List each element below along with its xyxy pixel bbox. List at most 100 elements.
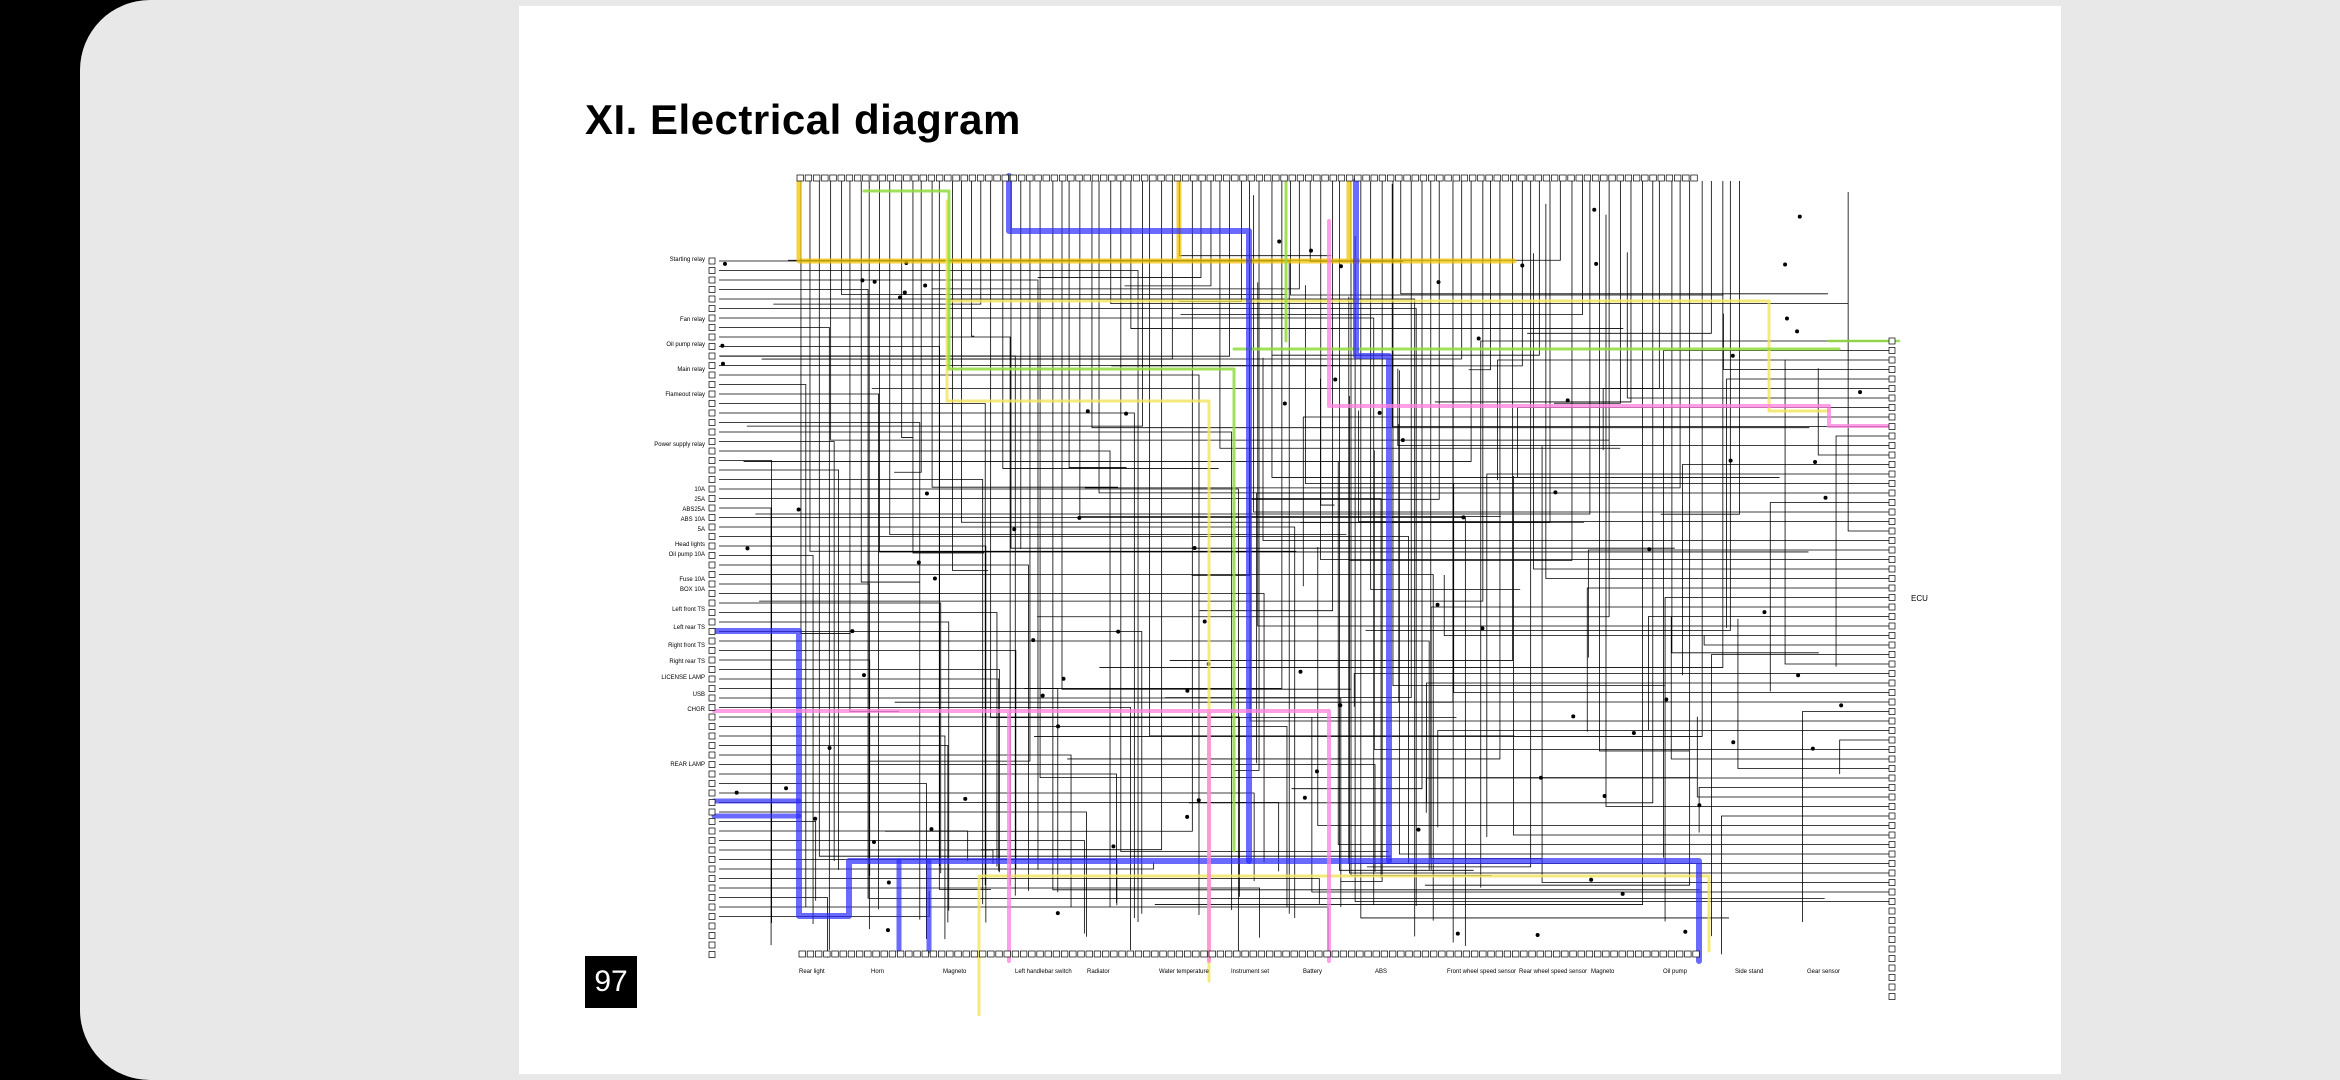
connector-pin [1888, 413, 1896, 421]
connector-pin [1544, 950, 1553, 958]
junction-dot [1077, 515, 1082, 520]
connector-pin [1052, 950, 1061, 958]
wire [719, 441, 835, 862]
wire [719, 659, 871, 876]
connector-pin [837, 174, 845, 182]
junction-dot [1762, 610, 1767, 615]
wire [1256, 492, 1889, 764]
connector-pin [1888, 632, 1896, 639]
wire [719, 745, 949, 923]
connector-pin [1888, 461, 1896, 468]
junction-dot [1697, 803, 1702, 808]
wire [1271, 181, 1780, 478]
junction-dot [1602, 793, 1607, 798]
wire [719, 678, 1000, 872]
connector-pin [913, 950, 921, 958]
junction-dot [1031, 638, 1036, 643]
connector-pin [1690, 174, 1698, 182]
connector-pin [1888, 936, 1896, 943]
wire [1178, 181, 1242, 302]
wire [719, 840, 1085, 934]
connector-pin [708, 799, 716, 806]
wire [1024, 181, 1283, 689]
connector-pin [1067, 174, 1075, 182]
connector-pin [708, 514, 716, 521]
component-label: 10A [694, 487, 705, 493]
connector-pin [708, 941, 716, 949]
connector-pin [1888, 670, 1896, 677]
connector-pin [708, 485, 716, 493]
junction-dot [827, 745, 832, 750]
connector-pin [708, 894, 716, 901]
connector-pin [1452, 174, 1460, 182]
wire [719, 317, 1375, 906]
junction-dot [1192, 546, 1197, 551]
wire [1020, 181, 1022, 549]
junction-dot [745, 546, 750, 551]
wire [719, 631, 1143, 914]
connector-pin [1290, 950, 1298, 958]
connector-pin [1003, 950, 1011, 958]
connector-pin [845, 174, 854, 182]
wire [1626, 252, 1889, 399]
wire [1453, 483, 1889, 693]
connector-pin [1635, 950, 1643, 958]
connector-pin [1093, 950, 1102, 958]
connector-pin [1200, 950, 1208, 958]
component-label: Fan relay [680, 317, 705, 323]
connector-pin [1190, 174, 1198, 182]
junction-dot [1797, 214, 1802, 219]
wire [1425, 777, 1889, 813]
wire [1360, 181, 1729, 919]
connector-pin [1100, 174, 1108, 182]
connector-pin [708, 704, 716, 711]
connector-pin [970, 950, 979, 958]
junction-dot [1858, 390, 1863, 395]
junction-dot [1730, 353, 1735, 358]
component-label: LICENSE LAMP [661, 675, 705, 681]
connector-pin [1387, 174, 1395, 182]
junction-dot [1571, 714, 1576, 719]
wire [719, 545, 987, 923]
connector-pin [1569, 950, 1577, 958]
connector-pin [847, 950, 856, 958]
component-label: Water temperature [1159, 969, 1209, 975]
connector-pin [708, 542, 716, 550]
connector-pin [708, 343, 716, 350]
connector-pin [1241, 950, 1249, 958]
connector-pin [993, 174, 1001, 182]
wire [1703, 635, 1889, 646]
junction-dot [1592, 207, 1597, 212]
junction-dot [963, 796, 968, 801]
wire [1497, 359, 1889, 481]
connector-pin [1641, 174, 1649, 182]
wire [947, 181, 1463, 360]
junction-dot [886, 880, 891, 885]
wire [1602, 388, 1889, 451]
wire [830, 181, 1610, 441]
junction-dot [1461, 515, 1466, 520]
connector-pin [708, 523, 716, 531]
connector-pin [708, 580, 716, 588]
connector-pin [1247, 174, 1255, 182]
connector-pin [1050, 174, 1059, 182]
wire [719, 374, 1200, 916]
wire [1723, 313, 1889, 370]
junction-dot [923, 283, 928, 288]
component-label: 25A [694, 497, 705, 503]
connector-pin [1257, 950, 1266, 958]
connector-pin [1542, 174, 1551, 182]
wire [1696, 716, 1889, 798]
connector-pin [886, 174, 895, 182]
connector-pin [1239, 174, 1247, 182]
connector-pin [944, 174, 952, 182]
connector-pin [1313, 174, 1321, 182]
wire [1149, 181, 1515, 737]
connector-pin [1608, 174, 1616, 182]
connector-pin [1141, 174, 1149, 182]
wire [719, 621, 950, 911]
connector-pin [1075, 174, 1083, 182]
connector-pin [708, 770, 716, 778]
component-label: Left handlebar switch [1015, 969, 1072, 975]
